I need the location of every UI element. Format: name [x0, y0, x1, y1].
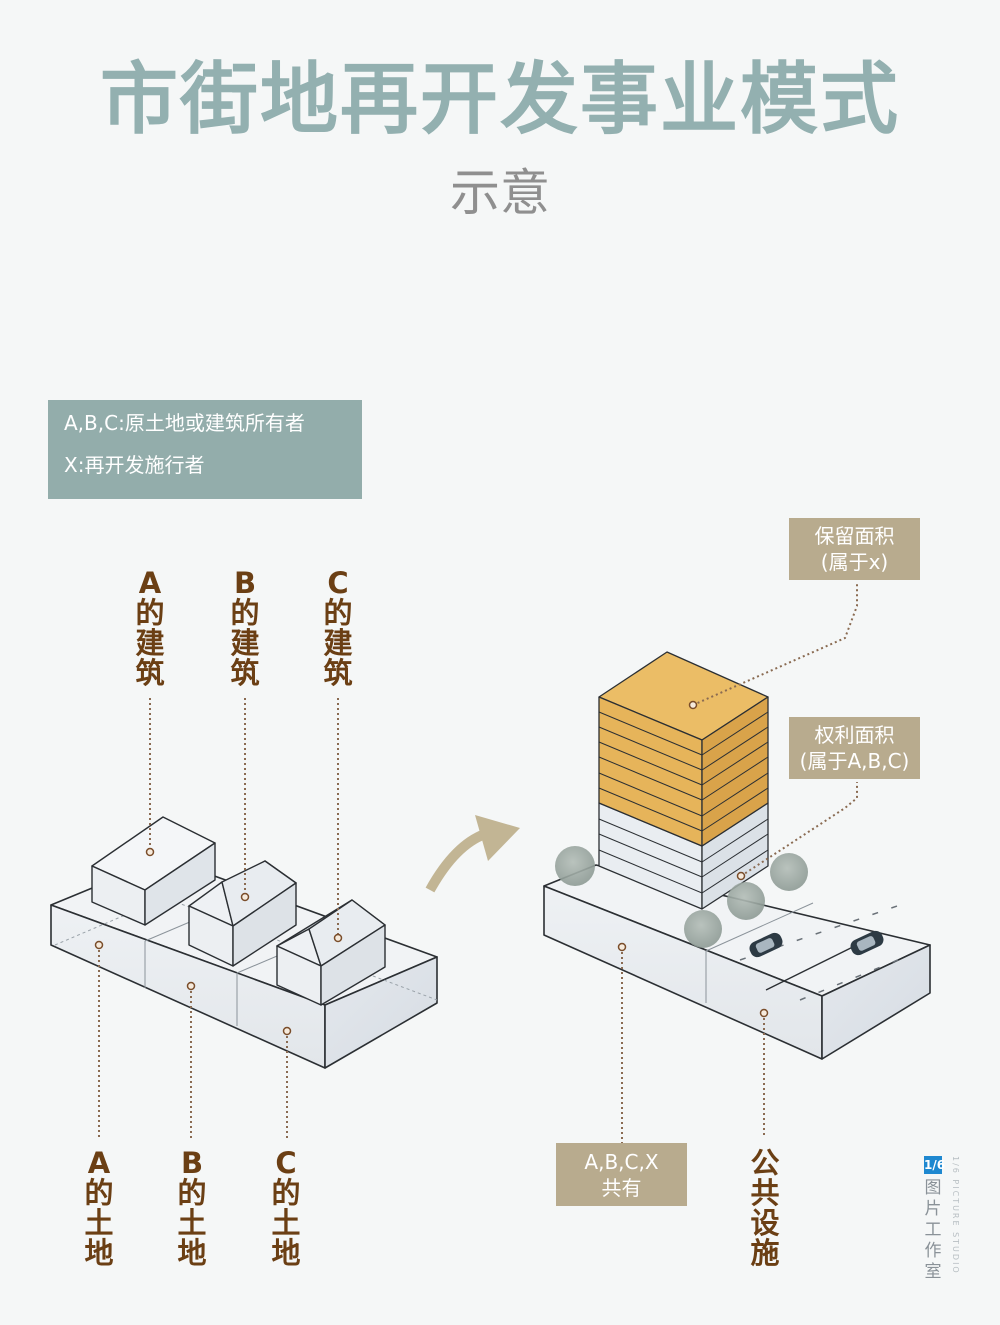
- tree-icon: [684, 910, 722, 948]
- building-b: [188, 860, 297, 967]
- brand-name: 图 片 工 作 室: [924, 1178, 942, 1282]
- tag-rights-floor-area: 权利面积 (属于A,B,C): [789, 717, 920, 779]
- leader-lines-after: [621, 582, 858, 1145]
- curved-arrow-right-icon: [425, 815, 520, 893]
- label-land-c: C 的 土 地: [271, 1146, 301, 1270]
- after-diagram: [543, 582, 931, 1145]
- label-building-b: B 的 建 筑: [230, 566, 260, 690]
- tree-icons: [555, 846, 808, 948]
- car-icons: [749, 930, 884, 958]
- brand-watermark: 1/6 图 片 工 作 室 1/6 PICTURE STUDIO: [924, 1156, 964, 1286]
- page-title: 市街地再开发事业模式: [99, 54, 900, 145]
- redeveloped-land-base: [543, 864, 931, 1060]
- page-subtitle: 示意: [450, 164, 550, 222]
- label-building-c: C 的 建 筑: [323, 566, 353, 690]
- anchor-dots-land: [94, 940, 292, 1036]
- car-icon: [749, 932, 783, 958]
- tree-icon: [727, 882, 765, 920]
- label-land-a: A 的 土 地: [84, 1146, 114, 1270]
- brand-logo-icon: 1/6: [924, 1156, 946, 1174]
- leader-lines-land: [98, 945, 288, 1138]
- tag-reserved-floor-area: 保留面积 (属于x): [789, 518, 920, 580]
- tree-icon: [770, 853, 808, 891]
- legend-box: A,B,C:原土地或建筑所有者 X:再开发施行者: [48, 400, 362, 499]
- tower-reserved-floors: [598, 651, 769, 847]
- building-c: [276, 899, 386, 1006]
- leader-lines-buildings: [149, 698, 339, 938]
- label-public-facility: 公 共 设 施: [750, 1146, 780, 1270]
- label-building-a: A 的 建 筑: [135, 566, 165, 690]
- car-icon: [850, 930, 884, 956]
- anchor-dots-after: [617, 700, 769, 1018]
- legend-line-developer: X:再开发施行者: [64, 453, 205, 477]
- tower-rights-floors: [598, 802, 769, 910]
- label-land-b: B 的 土 地: [177, 1146, 207, 1270]
- legend-line-owners: A,B,C:原土地或建筑所有者: [64, 411, 305, 435]
- tag-shared-land: A,B,C,X 共有: [556, 1143, 687, 1206]
- tree-icon: [555, 846, 595, 886]
- road-markings: [739, 904, 911, 1001]
- brand-english: 1/6 PICTURE STUDIO: [951, 1156, 960, 1275]
- anchor-dots-buildings: [145, 847, 343, 943]
- before-diagram: [50, 698, 438, 1138]
